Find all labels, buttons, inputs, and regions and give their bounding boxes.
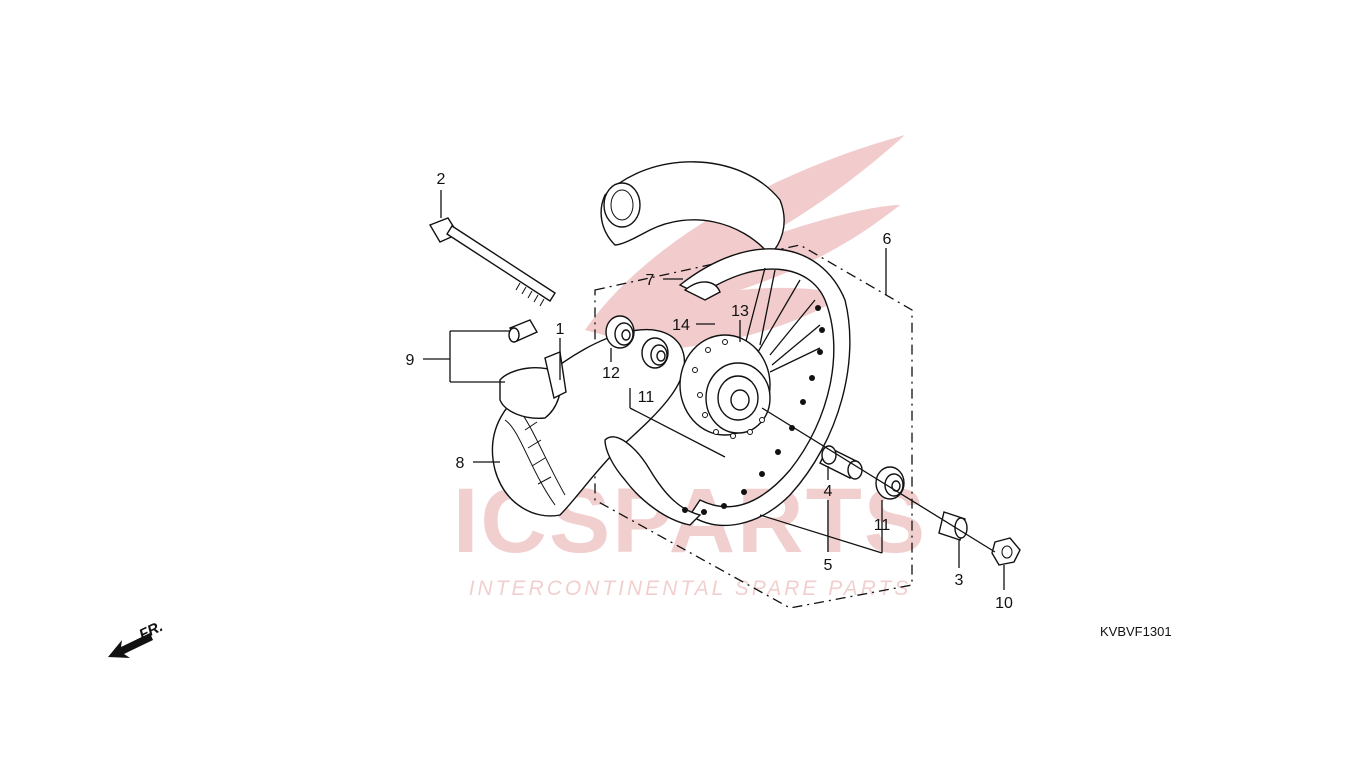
callout-12: 12 (602, 365, 620, 382)
callout-labels: 1 2 3 4 5 6 7 8 9 10 11 11 12 13 14 (406, 171, 1013, 612)
diagram-code: KVBVF1301 (1100, 624, 1172, 639)
front-direction-arrow-icon: FR. (108, 618, 166, 658)
callout-13: 13 (731, 303, 749, 320)
callout-8: 8 (456, 455, 465, 472)
callout-10: 10 (995, 595, 1013, 612)
callout-5: 5 (824, 557, 833, 574)
bearing-11-right (875, 466, 905, 500)
callout-2: 2 (437, 171, 446, 188)
brake-disc-holes (692, 339, 765, 439)
callout-11-right: 11 (874, 517, 891, 534)
wheel-assembly-boundary (594, 244, 913, 609)
tire (491, 328, 686, 517)
bearing-12 (605, 315, 635, 349)
leader-lines (423, 190, 1005, 590)
callout-14: 14 (672, 317, 690, 334)
wheel-hub (679, 334, 771, 439)
inner-tube (499, 351, 567, 419)
callout-9: 9 (406, 352, 415, 369)
axle-nut (991, 537, 1021, 566)
callout-7: 7 (646, 272, 655, 289)
front-axle (428, 217, 556, 307)
callout-4: 4 (824, 483, 833, 500)
rim-band-upper (600, 161, 785, 257)
callout-6: 6 (883, 231, 892, 248)
callout-11-left: 11 (638, 389, 655, 406)
wheel-rim (604, 248, 851, 527)
wheel-spokes (744, 267, 821, 373)
rim-spoke-holes (682, 305, 825, 515)
watermark-tagline: INTERCONTINENTAL SPARE PARTS (469, 577, 912, 600)
distance-collar (819, 445, 863, 480)
bearing-11-left (641, 337, 669, 369)
callout-3: 3 (955, 572, 964, 589)
callout-1: 1 (556, 321, 565, 338)
front-direction-label: FR. (137, 618, 166, 644)
axis-line-right (761, 407, 996, 553)
valve-cap (508, 319, 538, 343)
